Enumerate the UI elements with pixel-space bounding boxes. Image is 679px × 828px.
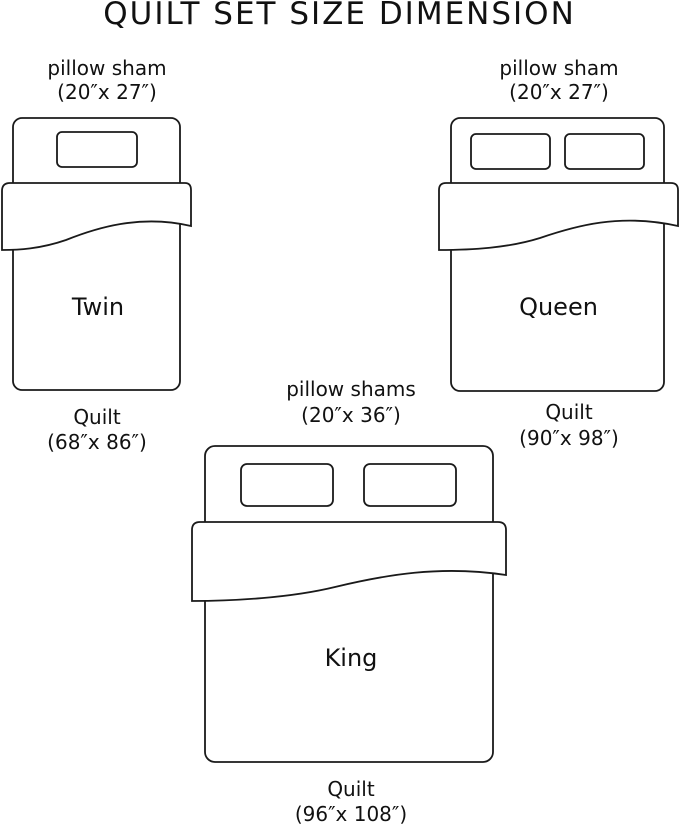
queen-bed	[438, 117, 679, 392]
twin-pillow	[56, 131, 138, 168]
twin-sham-dims: (20″x 27″)	[57, 80, 157, 104]
king-pillow-right	[363, 463, 457, 507]
queen-pillow-right	[564, 133, 645, 170]
queen-size-name: Queen	[519, 293, 598, 321]
twin-quilt-fold	[1, 182, 192, 251]
queen-quilt-fold	[438, 182, 679, 251]
king-sham-label: pillow shams	[286, 377, 416, 401]
king-quilt-dims: (96″x 108″)	[294, 802, 408, 826]
twin-size-name: Twin	[71, 293, 125, 321]
queen-quilt-dims: (90″x 98″)	[519, 426, 619, 450]
king-quilt-fold	[191, 521, 507, 602]
queen-sham-dims: (20″x 27″)	[509, 80, 609, 104]
twin-quilt-label: Quilt	[73, 405, 121, 429]
twin-quilt-dims: (68″x 86″)	[47, 430, 147, 454]
twin-sham-label: pillow sham	[47, 56, 167, 80]
twin-bed	[1, 117, 192, 391]
king-bed	[191, 445, 507, 763]
king-size-name: King	[324, 644, 378, 672]
page-title: QUILT SET SIZE DIMENSION	[103, 0, 576, 32]
king-sham-dims: (20″x 36″)	[301, 403, 401, 427]
queen-sham-label: pillow sham	[499, 56, 619, 80]
king-pillow-left	[240, 463, 334, 507]
queen-pillow-left	[470, 133, 551, 170]
king-quilt-label: Quilt	[327, 777, 375, 801]
queen-quilt-label: Quilt	[545, 400, 593, 424]
